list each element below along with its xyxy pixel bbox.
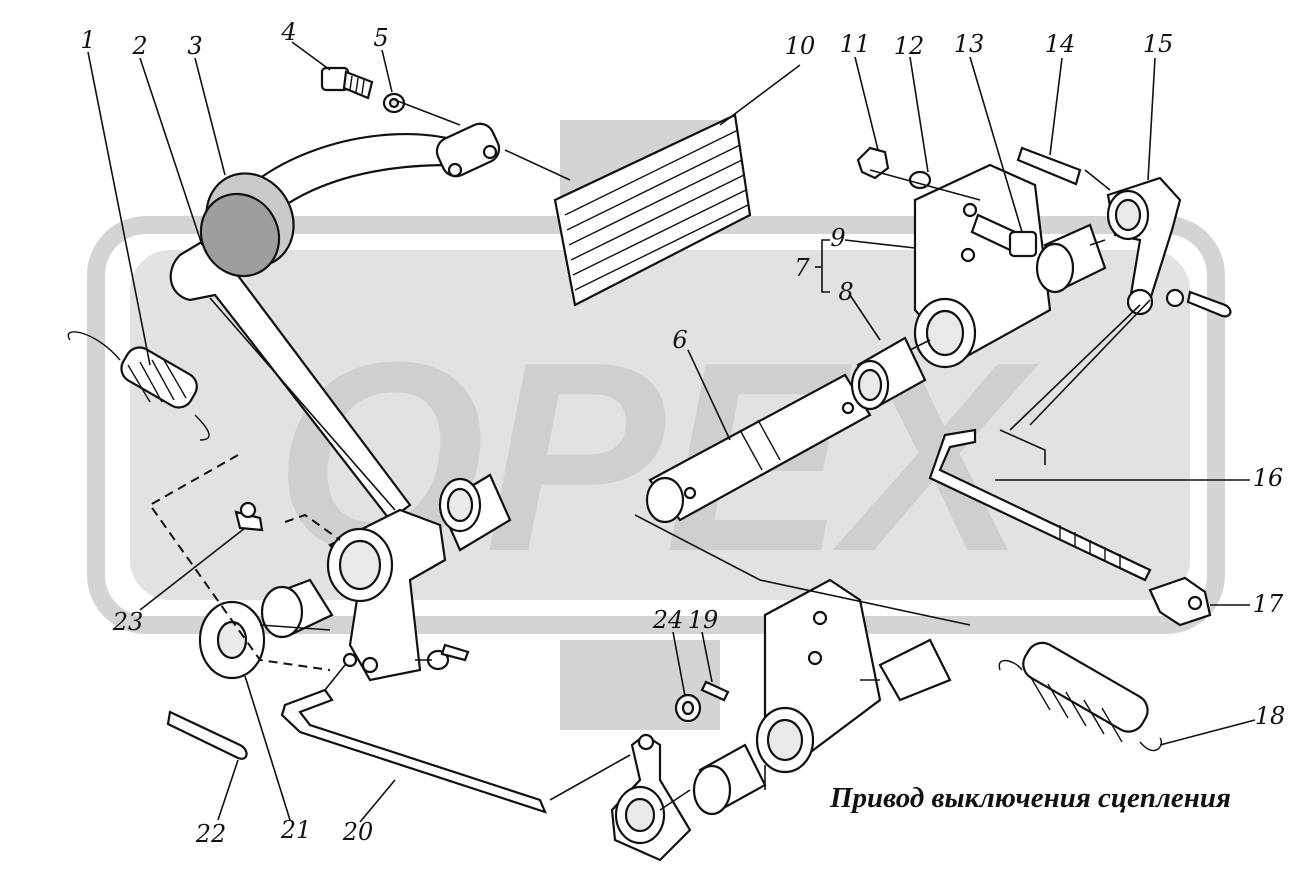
callout-14: 14 (1045, 30, 1076, 58)
bolt (320, 66, 374, 100)
shaft-bushing (850, 336, 927, 411)
lock-washer (908, 170, 932, 190)
pin (1016, 146, 1082, 186)
assembly-lines (209, 99, 1151, 811)
pedal-pad (553, 113, 752, 307)
callout-7: 7 (794, 254, 810, 282)
callout-23: 23 (112, 608, 144, 636)
cotter-pin (166, 710, 248, 760)
callout-8: 8 (838, 278, 853, 306)
hub-bushing-right (438, 473, 512, 552)
bracket-lower (755, 578, 952, 774)
callout-19: 19 (688, 606, 719, 634)
callout-2: 2 (131, 32, 147, 60)
shaft (645, 373, 872, 524)
callout-4: 4 (280, 18, 296, 46)
nut-upper (856, 146, 890, 180)
washer-small (674, 693, 702, 723)
diagram-caption: Привод выключения сцепления (830, 782, 1231, 814)
bolt-upper (970, 213, 1038, 258)
hub-bushing-left (260, 578, 334, 639)
return-spring (67, 331, 210, 441)
connecting-rod (280, 688, 547, 814)
callout-17: 17 (1253, 590, 1284, 618)
clevis (1148, 576, 1212, 627)
callout-15: 15 (1143, 30, 1174, 58)
callout-20: 20 (342, 818, 374, 846)
callout-6: 6 (672, 326, 687, 354)
clip-hub (426, 643, 470, 671)
bracket-bushing (1035, 223, 1107, 294)
grease-fitting (234, 501, 264, 532)
dashed-guides (148, 454, 341, 671)
cotter-small (700, 680, 730, 702)
callout-16: 16 (1253, 464, 1284, 492)
callout-18: 18 (1255, 702, 1286, 730)
lever-lower (610, 733, 692, 862)
lever-upper (1106, 176, 1232, 318)
callout-22: 22 (195, 820, 227, 848)
pedal-hub (326, 508, 447, 682)
adjusting-rod (928, 428, 1152, 582)
callout-10: 10 (785, 32, 816, 60)
callout-11: 11 (840, 30, 871, 58)
callout-12: 12 (894, 32, 925, 60)
callout-21: 21 (280, 816, 312, 844)
callout-3: 3 (187, 32, 202, 60)
group-bracket-7 (815, 239, 830, 293)
callout-leaders (87, 41, 1256, 823)
rubber-boot (199, 172, 295, 278)
washer (198, 600, 266, 680)
callout-1: 1 (80, 26, 95, 54)
spring-right (998, 641, 1162, 752)
callout-13: 13 (954, 30, 985, 58)
bracket-lower-bushing (692, 743, 767, 816)
callout-labels: 1 2 3 4 5 6 7 8 9 10 11 12 13 14 15 16 1… (80, 18, 1285, 848)
callout-9: 9 (830, 224, 845, 252)
callout-5: 5 (373, 24, 388, 52)
callout-24: 24 (652, 606, 684, 634)
